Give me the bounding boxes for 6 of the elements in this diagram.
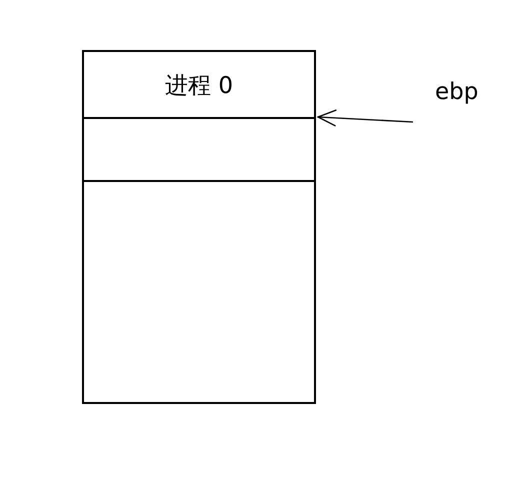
stack-section — [82, 117, 316, 182]
arrow — [317, 109, 414, 127]
stack-section — [82, 50, 316, 119]
stack-section — [82, 180, 316, 404]
pointer-name: ebp — [435, 79, 478, 105]
section-label: 进程 0 — [165, 72, 233, 101]
